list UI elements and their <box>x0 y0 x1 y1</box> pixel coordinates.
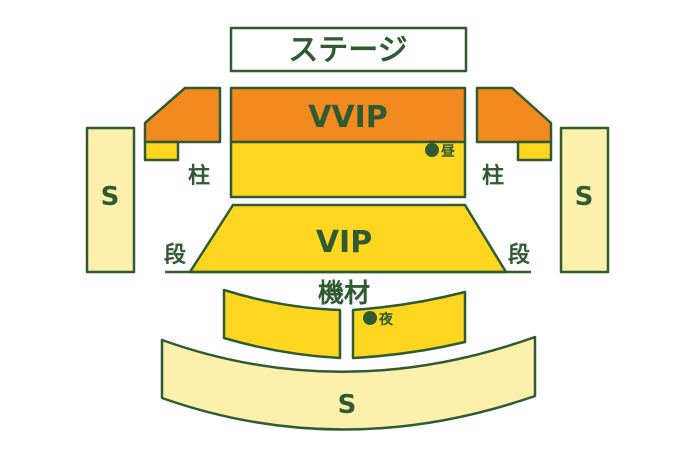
pillar-right-label: 柱 <box>482 164 504 189</box>
left-side-vvip-block[interactable] <box>143 86 222 144</box>
night-marker-label: 夜 <box>378 311 394 328</box>
daytime-dot-icon <box>425 143 439 157</box>
vip-label: VIP <box>316 225 372 260</box>
steps-right-label: 段 <box>508 242 530 268</box>
s-right-section[interactable] <box>559 126 610 274</box>
s-left-section[interactable] <box>85 126 136 274</box>
s-right-label: S <box>575 182 594 212</box>
night-dot-icon <box>363 311 377 325</box>
s-bottom-section[interactable] <box>160 335 537 431</box>
left-side-vip-strip[interactable] <box>143 140 180 162</box>
s-left-label: S <box>101 182 120 212</box>
vvip-label: VVIP <box>308 100 388 135</box>
s-bottom-label: S <box>338 390 357 420</box>
daytime-marker-label: 昼 <box>441 144 455 160</box>
right-side-vip-strip[interactable] <box>516 140 553 162</box>
steps-left-label: 段 <box>164 242 186 268</box>
pillar-left-label: 柱 <box>188 164 210 189</box>
right-side-vvip-block[interactable] <box>475 86 553 144</box>
stage-label: ステージ <box>288 33 407 68</box>
curved-block-left[interactable] <box>222 288 342 360</box>
stage-box <box>229 26 468 73</box>
curved-block-right[interactable] <box>351 290 467 360</box>
vvip-section[interactable] <box>229 86 467 144</box>
equipment-label: 機材 <box>318 279 370 309</box>
